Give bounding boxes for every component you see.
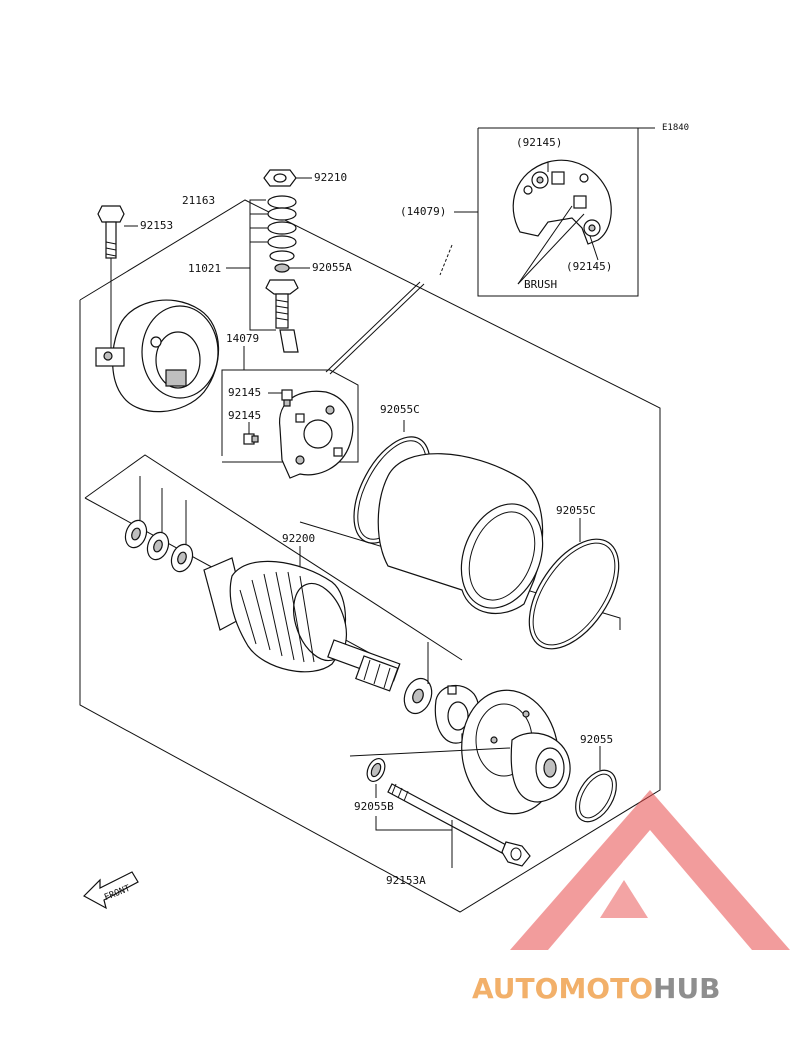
screw-92145-a (281, 389, 293, 407)
front-end-cover (461, 689, 571, 815)
leader-inset-92145-bottom (589, 235, 599, 261)
screw-92145-b (243, 433, 259, 445)
nut-92210 (263, 169, 297, 187)
bracket-11021 (249, 199, 276, 331)
label-21163: 21163 (182, 194, 215, 207)
inset-brush-plate (512, 159, 612, 245)
watermark-word-colored: AUTOMOTO (472, 972, 653, 1005)
label-92145-inset-bottom: (92145) (566, 260, 612, 273)
bolt-92153 (97, 205, 125, 259)
label-92210: 92210 (314, 171, 347, 184)
front-arrow-icon: FRONT (83, 871, 139, 910)
label-92055B: 92055B (354, 800, 394, 813)
inset-box (477, 127, 639, 297)
label-92055: 92055 (580, 733, 613, 746)
label-92145-a: 92145 (228, 386, 261, 399)
label-92055C-top: 92055C (380, 403, 420, 416)
leader-brush-1 (517, 205, 573, 285)
watermark-word-gray: HUB (653, 972, 721, 1005)
leader-brush-2 (517, 213, 585, 285)
shelf-line-upper (84, 454, 463, 661)
washer-stack-left (124, 519, 194, 573)
armature-92200 (203, 557, 401, 692)
label-11021: 11021 (188, 262, 221, 275)
label-92153A: 92153A (386, 874, 426, 887)
watermark-logo-icon (510, 790, 790, 950)
yoke-housing (377, 453, 544, 615)
label-92055A: 92055A (312, 261, 352, 274)
label-14079-inset: (14079) (400, 205, 446, 218)
inset-pointer (439, 244, 453, 276)
washer-stack-11021 (265, 195, 299, 353)
label-brush: BRUSH (524, 278, 557, 291)
rear-end-cover (95, 299, 220, 413)
label-92145-inset-top: (92145) (516, 136, 562, 149)
long-bolt-92153A (387, 783, 531, 867)
o-ring-92055 (575, 769, 617, 823)
brush-holder-14079 (279, 390, 354, 479)
label-92153: 92153 (140, 219, 173, 232)
through-rod-upper (325, 281, 421, 373)
main-outline-box (79, 199, 661, 913)
watermark-text: AUTOMOTOHUB (472, 972, 721, 1005)
o-ring-92055C-right (528, 538, 620, 650)
bracket-92153A (375, 816, 453, 868)
label-14079: 14079 (226, 332, 259, 345)
label-92145-b: 92145 (228, 409, 261, 422)
label-92200: 92200 (282, 532, 315, 545)
ref-code: E1840 (662, 123, 689, 133)
label-92055C-right: 92055C (556, 504, 596, 517)
